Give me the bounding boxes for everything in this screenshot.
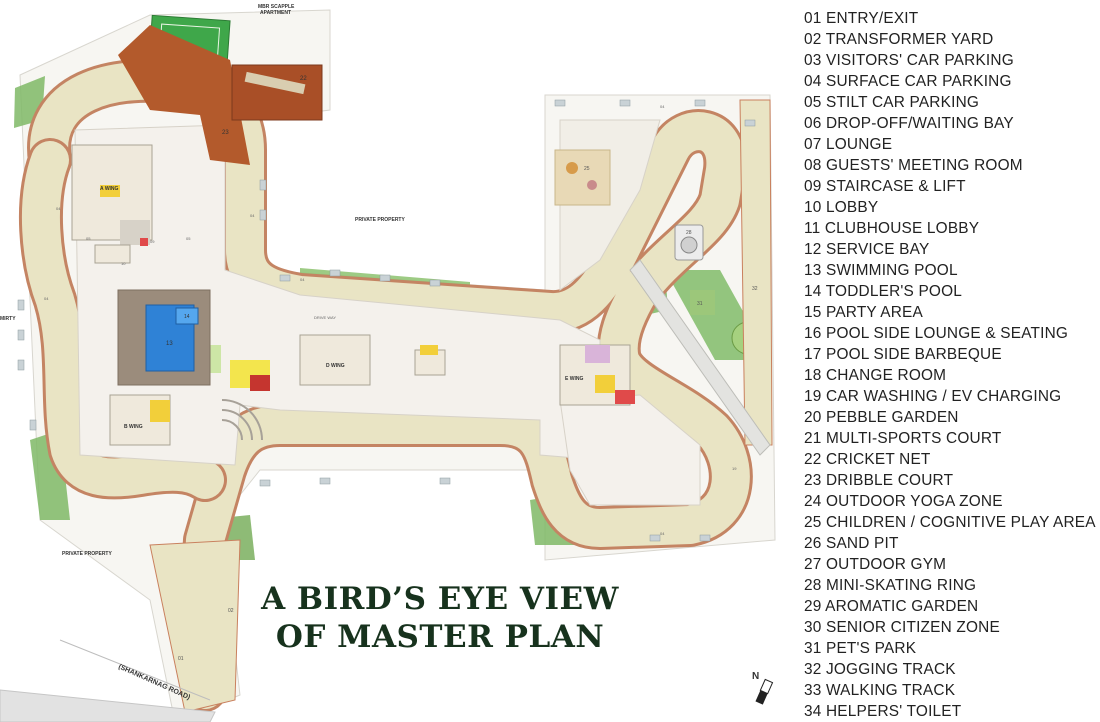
zone-09: 09 xyxy=(150,239,155,244)
legend-item: 14 TODDLER'S POOL xyxy=(804,283,963,300)
zone-23: 23 xyxy=(222,130,229,136)
wing-a-label: A WING xyxy=(100,186,119,192)
north-label: N xyxy=(752,671,759,682)
zone-28: 28 xyxy=(686,230,692,236)
parking-markers xyxy=(17,99,756,581)
zone-25: 25 xyxy=(584,166,590,172)
legend-item: 24 OUTDOOR YOGA ZONE xyxy=(804,493,1003,510)
legend-item: 12 SERVICE BAY xyxy=(804,241,930,258)
amenities-legend: 01 ENTRY/EXIT 02 TRANSFORMER YARD 03 VISIT… xyxy=(804,8,1096,722)
legend-item: 33 WALKING TRACK xyxy=(804,682,956,699)
legend-item: 27 OUTDOOR GYM xyxy=(804,556,947,573)
private-property-label-2: PRIVATE PROPERTY xyxy=(62,551,112,557)
legend-item: 23 DRIBBLE COURT xyxy=(804,472,954,489)
legend-item: 09 STAIRCASE & LIFT xyxy=(804,178,966,195)
zone-04a: 04 xyxy=(56,206,61,211)
legend-item: 08 GUESTS' MEETING ROOM xyxy=(804,157,1023,174)
legend-item: 06 DROP-OFF/WAITING BAY xyxy=(804,115,1014,132)
legend-item: 30 SENIOR CITIZEN ZONE xyxy=(804,619,1000,636)
drive-way-label: DRIVE WAY xyxy=(314,315,336,320)
legend-item: 19 CAR WASHING / EV CHARGING xyxy=(804,388,1062,405)
master-plan-map: 21 23 22 13 14 25 28 3 xyxy=(0,4,776,722)
legend-item: 07 LOUNGE xyxy=(804,136,893,153)
zone-04b: 04 xyxy=(44,296,49,301)
legend-item: 34 HELPERS' TOILET xyxy=(804,703,962,720)
zone-04d: 04 xyxy=(300,277,305,282)
zone-05a: 05 xyxy=(86,236,91,241)
diagonal-walk xyxy=(629,259,771,456)
legend-item: 13 SWIMMING POOL xyxy=(804,262,958,279)
zone-10: 10 xyxy=(121,261,126,266)
cricket-net xyxy=(231,64,323,121)
legend-item: 25 CHILDREN / COGNITIVE PLAY AREA xyxy=(804,514,1096,531)
tower-blocks xyxy=(71,144,635,446)
title-line-1: A BIRD’S EYE VIEW xyxy=(261,581,619,617)
legend-item: 26 SAND PIT xyxy=(804,535,899,552)
zone-32: 32 xyxy=(752,286,758,292)
main-road xyxy=(0,689,216,722)
legend-item: 15 PARTY AREA xyxy=(804,304,923,321)
clay-court xyxy=(118,25,250,165)
zone-14: 14 xyxy=(184,314,190,320)
legend-item: 32 JOGGING TRACK xyxy=(804,661,956,678)
zone-04f: 04 xyxy=(660,531,665,536)
legend-item: 21 MULTI-SPORTS COURT xyxy=(804,430,1002,447)
private-property-label: PRIVATE PROPERTY xyxy=(355,217,405,223)
south-pocket xyxy=(559,394,701,506)
wing-b-label: B WING xyxy=(124,424,143,430)
pets-park xyxy=(690,290,715,315)
legend-item: 22 CRICKET NET xyxy=(804,451,931,468)
legend-item: 02 TRANSFORMER YARD xyxy=(804,31,994,48)
wing-d-label: D WING xyxy=(326,363,345,369)
zone-13: 13 xyxy=(166,341,173,347)
wing-e-label: E WING xyxy=(565,376,583,382)
legend-item: 28 MINI-SKATING RING xyxy=(804,577,977,594)
zone-02: 02 xyxy=(228,608,234,614)
zone-04c: 04 xyxy=(250,213,255,218)
legend-item: 20 PEBBLE GARDEN xyxy=(804,409,959,426)
legend-item: 04 SURFACE CAR PARKING xyxy=(804,73,1012,90)
edge-label: MIRTY xyxy=(0,316,16,322)
legend-item: 05 STILT CAR PARKING xyxy=(804,94,980,111)
legend-item: 16 POOL SIDE LOUNGE & SEATING xyxy=(804,325,1069,342)
legend-item: 11 CLUBHOUSE LOBBY xyxy=(804,220,980,237)
neighbor-label-2: APARTMENT xyxy=(260,10,291,16)
legend-item: 10 LOBBY xyxy=(804,199,879,216)
entry-drive xyxy=(149,539,241,713)
zone-05b: 05 xyxy=(186,236,191,241)
zone-01: 01 xyxy=(178,656,184,662)
legend-item: 31 PET'S PARK xyxy=(804,640,917,657)
legend-item: 29 AROMATIC GARDEN xyxy=(804,598,979,615)
pebble-garden xyxy=(221,399,263,441)
toddlers-pool xyxy=(175,307,199,325)
legend-item: 17 POOL SIDE BARBEQUE xyxy=(804,346,1002,363)
zone-19: 19 xyxy=(732,466,737,471)
children-play-area xyxy=(554,149,611,206)
jogging-track xyxy=(739,99,773,446)
zone-04e: 04 xyxy=(660,104,665,109)
legend-item: 18 CHANGE ROOM xyxy=(804,367,947,384)
legend-item: 03 VISITORS' CAR PARKING xyxy=(804,52,1014,69)
zone-22: 22 xyxy=(300,76,307,82)
north-arrow: N xyxy=(752,671,774,705)
legend-item: 01 ENTRY/EXIT xyxy=(804,10,919,27)
neighbor-label: MBR SCAPPLE xyxy=(258,4,295,10)
title-line-2: OF MASTER PLAN xyxy=(275,619,605,655)
master-plan-title: A BIRD’S EYE VIEW OF MASTER PLAN xyxy=(250,580,630,656)
zone-31: 31 xyxy=(697,301,703,307)
